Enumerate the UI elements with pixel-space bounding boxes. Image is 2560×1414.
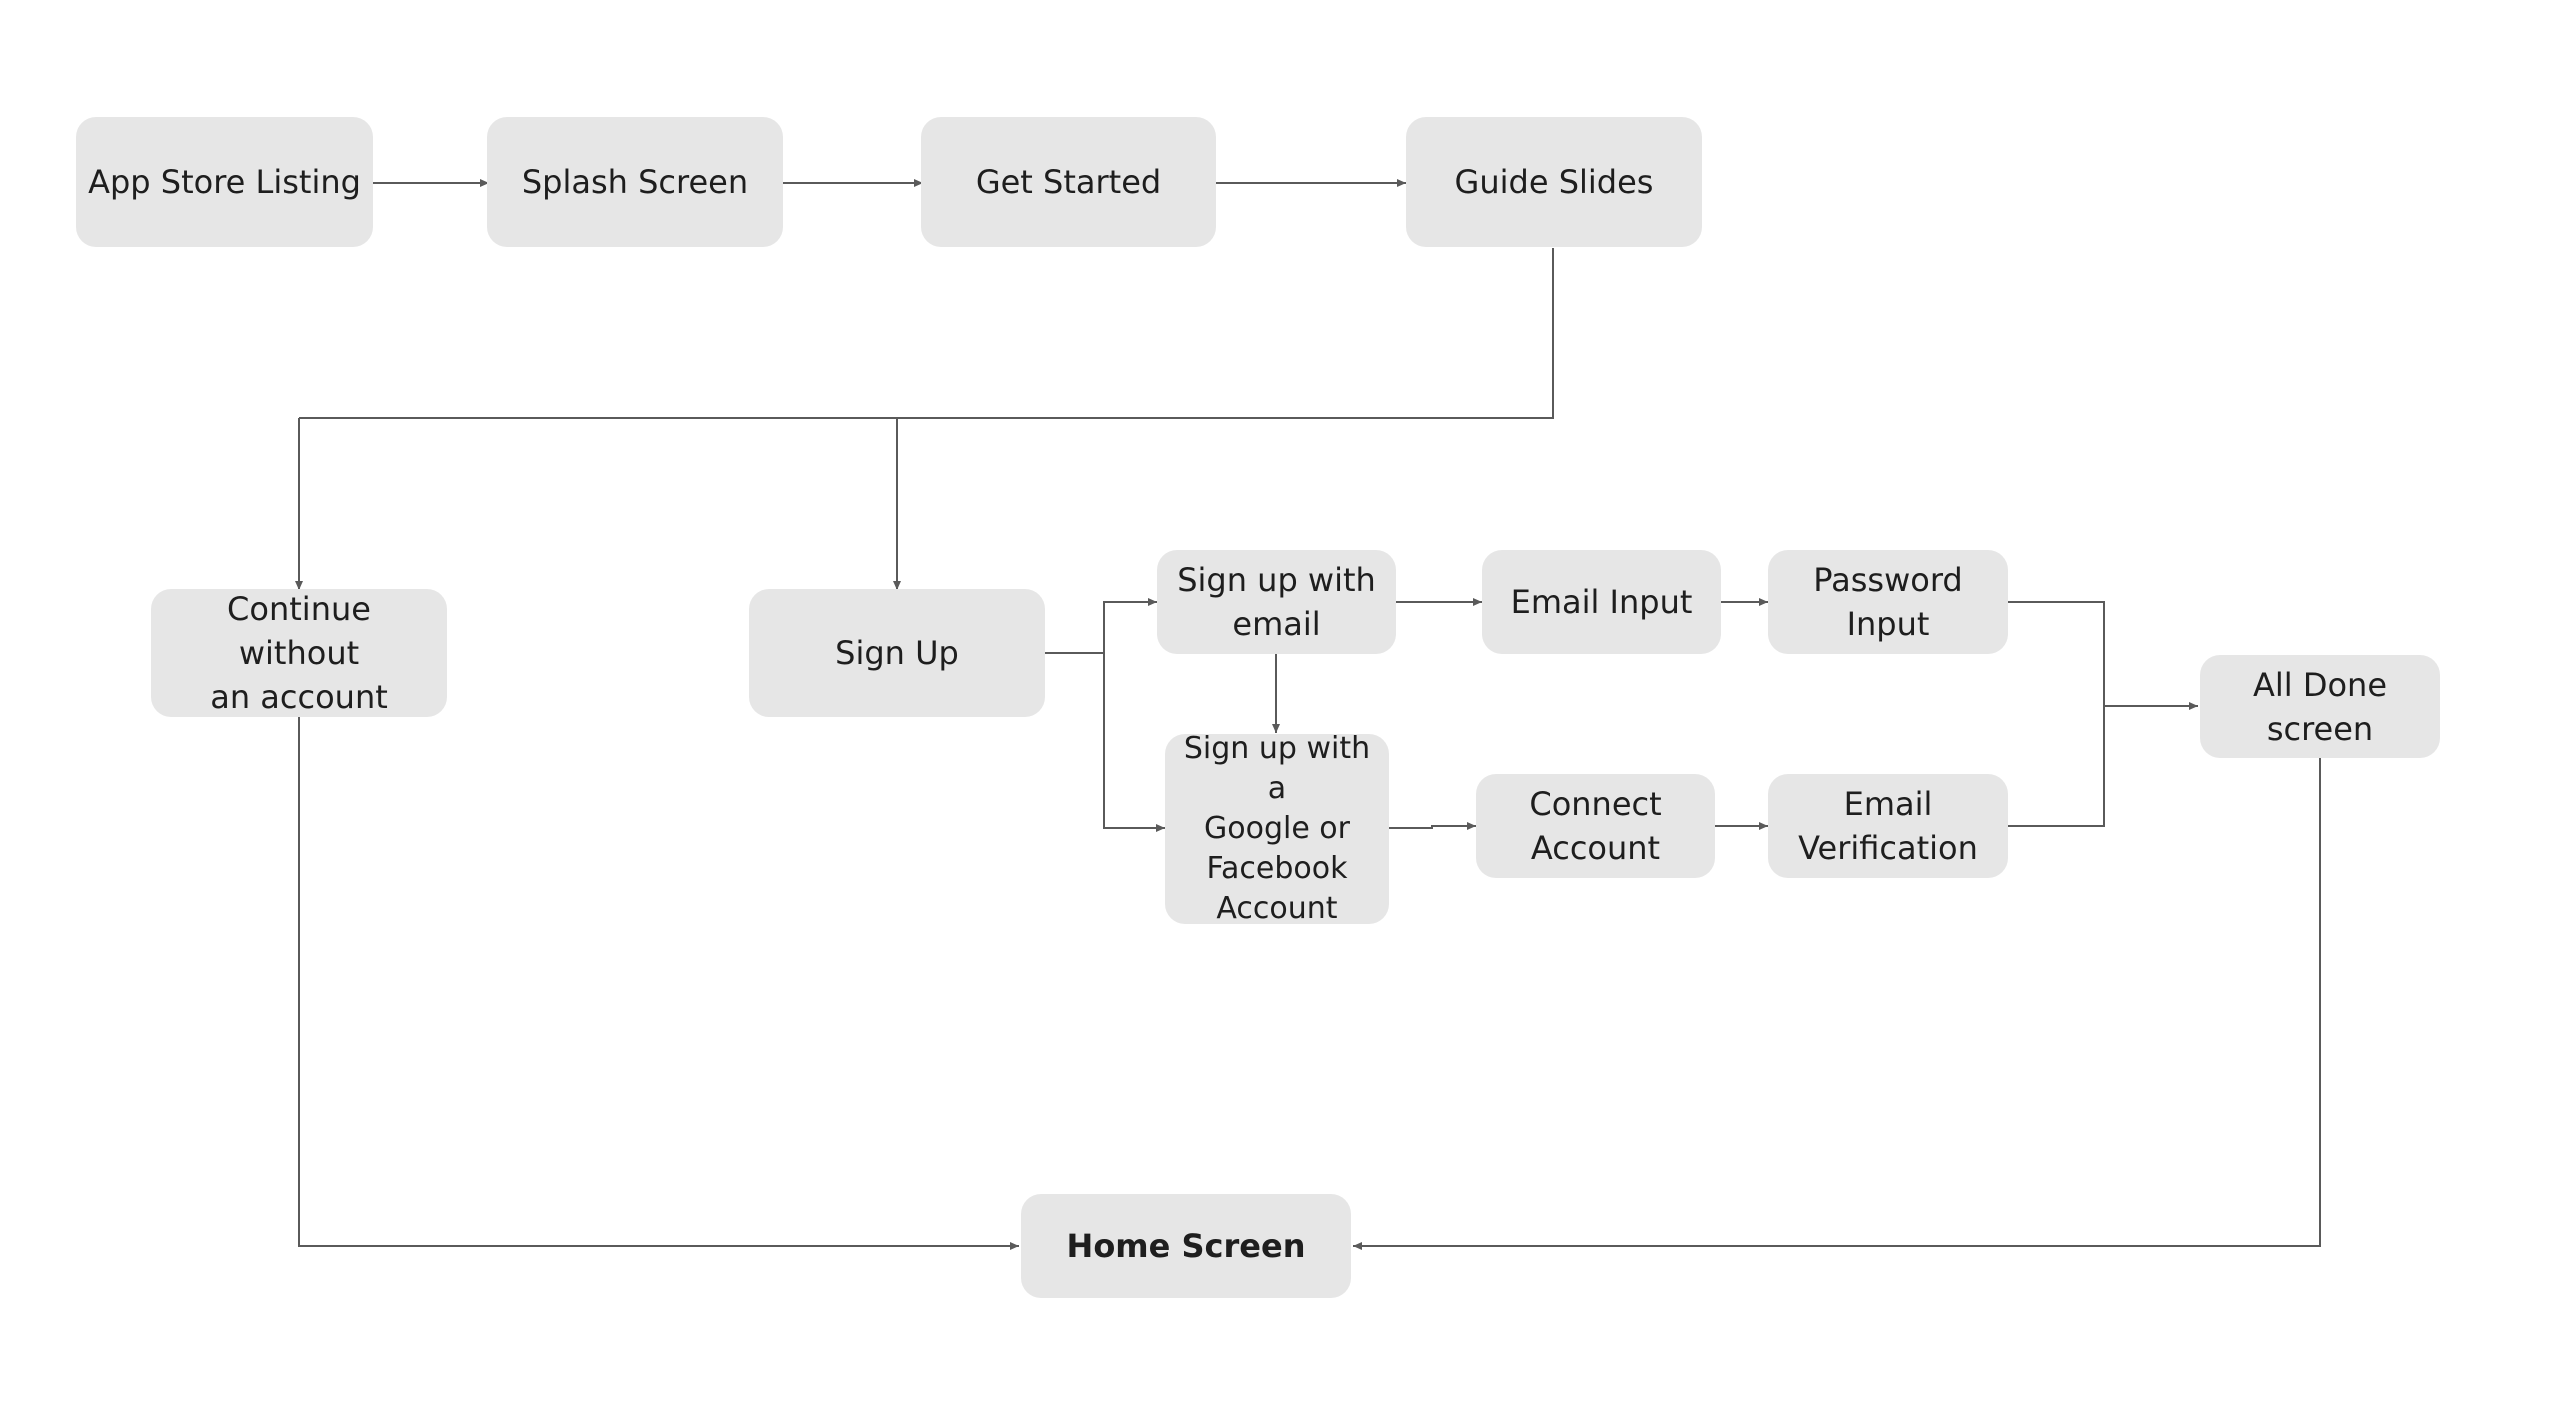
connector-all-done-to-home [1353, 758, 2321, 1250]
connector-verification-to-all-done [2008, 706, 2105, 827]
node-label: Home Screen [1066, 1227, 1306, 1265]
node-all-done-screen: All Done screen [2200, 655, 2440, 758]
connector-sign-up-to-google-facebook [1103, 653, 1165, 832]
node-connect-account: Connect Account [1476, 774, 1715, 878]
node-sign-up: Sign Up [749, 589, 1045, 717]
node-password-input: Password Input [1768, 550, 2008, 654]
node-splash-screen: Splash Screen [487, 117, 783, 247]
node-label: Splash Screen [521, 163, 749, 201]
node-label: App Store Listing [88, 163, 361, 201]
node-label: All Done screen [2252, 665, 2388, 748]
connector-password-to-all-done [2008, 601, 2105, 706]
node-label: Email Input [1510, 583, 1693, 621]
node-label: Sign up with a Google or Facebook Accoun… [1183, 731, 1371, 926]
node-label: Connect Account [1529, 785, 1662, 867]
node-get-started: Get Started [921, 117, 1216, 247]
node-app-store-listing: App Store Listing [76, 117, 373, 247]
node-home-screen: Home Screen [1021, 1194, 1351, 1298]
connector-guide-slides-branch [299, 248, 1554, 419]
node-label: Sign Up [835, 634, 959, 672]
node-guide-slides: Guide Slides [1406, 117, 1702, 247]
node-label: Guide Slides [1454, 163, 1654, 201]
connector-continue-to-home [298, 717, 1019, 1250]
node-label: Sign up with email [1177, 561, 1376, 643]
node-sign-up-with-email: Sign up with email [1157, 550, 1396, 654]
node-label: Email Verification [1798, 785, 1978, 867]
node-continue-without-account: Continue without an account [151, 589, 447, 717]
node-label: Password Input [1813, 561, 1963, 643]
node-label: Get Started [975, 163, 1162, 201]
node-sign-up-google-facebook: Sign up with a Google or Facebook Accoun… [1165, 731, 1389, 926]
node-email-input: Email Input [1482, 550, 1721, 654]
connector-google-to-connect-account [1389, 822, 1476, 830]
connector-sign-up-to-email [1103, 598, 1157, 653]
node-email-verification: Email Verification [1768, 774, 2008, 878]
node-label: Continue without an account [210, 590, 388, 716]
